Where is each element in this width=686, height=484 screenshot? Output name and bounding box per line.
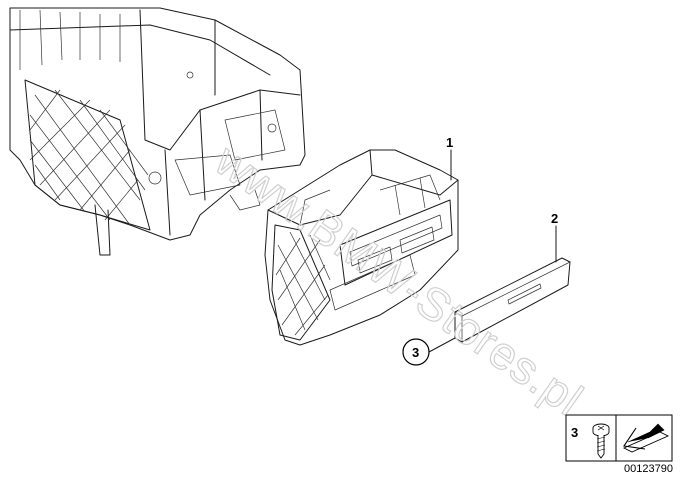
center-console-frame — [9, 7, 306, 256]
callout-2: 2 — [551, 211, 558, 226]
arrow-icon — [622, 423, 670, 453]
screw-icon — [592, 423, 610, 459]
storage-compartment-part-1 — [264, 149, 459, 346]
legend-item-label: 3 — [571, 425, 578, 440]
callout-3-badge: 3 — [402, 338, 430, 366]
callout-3: 3 — [412, 345, 419, 360]
part-number: 00123790 — [624, 463, 673, 475]
callout-1: 1 — [446, 135, 453, 150]
parts-legend: 3 00123790 — [565, 414, 673, 475]
leader-line-3 — [428, 337, 456, 353]
